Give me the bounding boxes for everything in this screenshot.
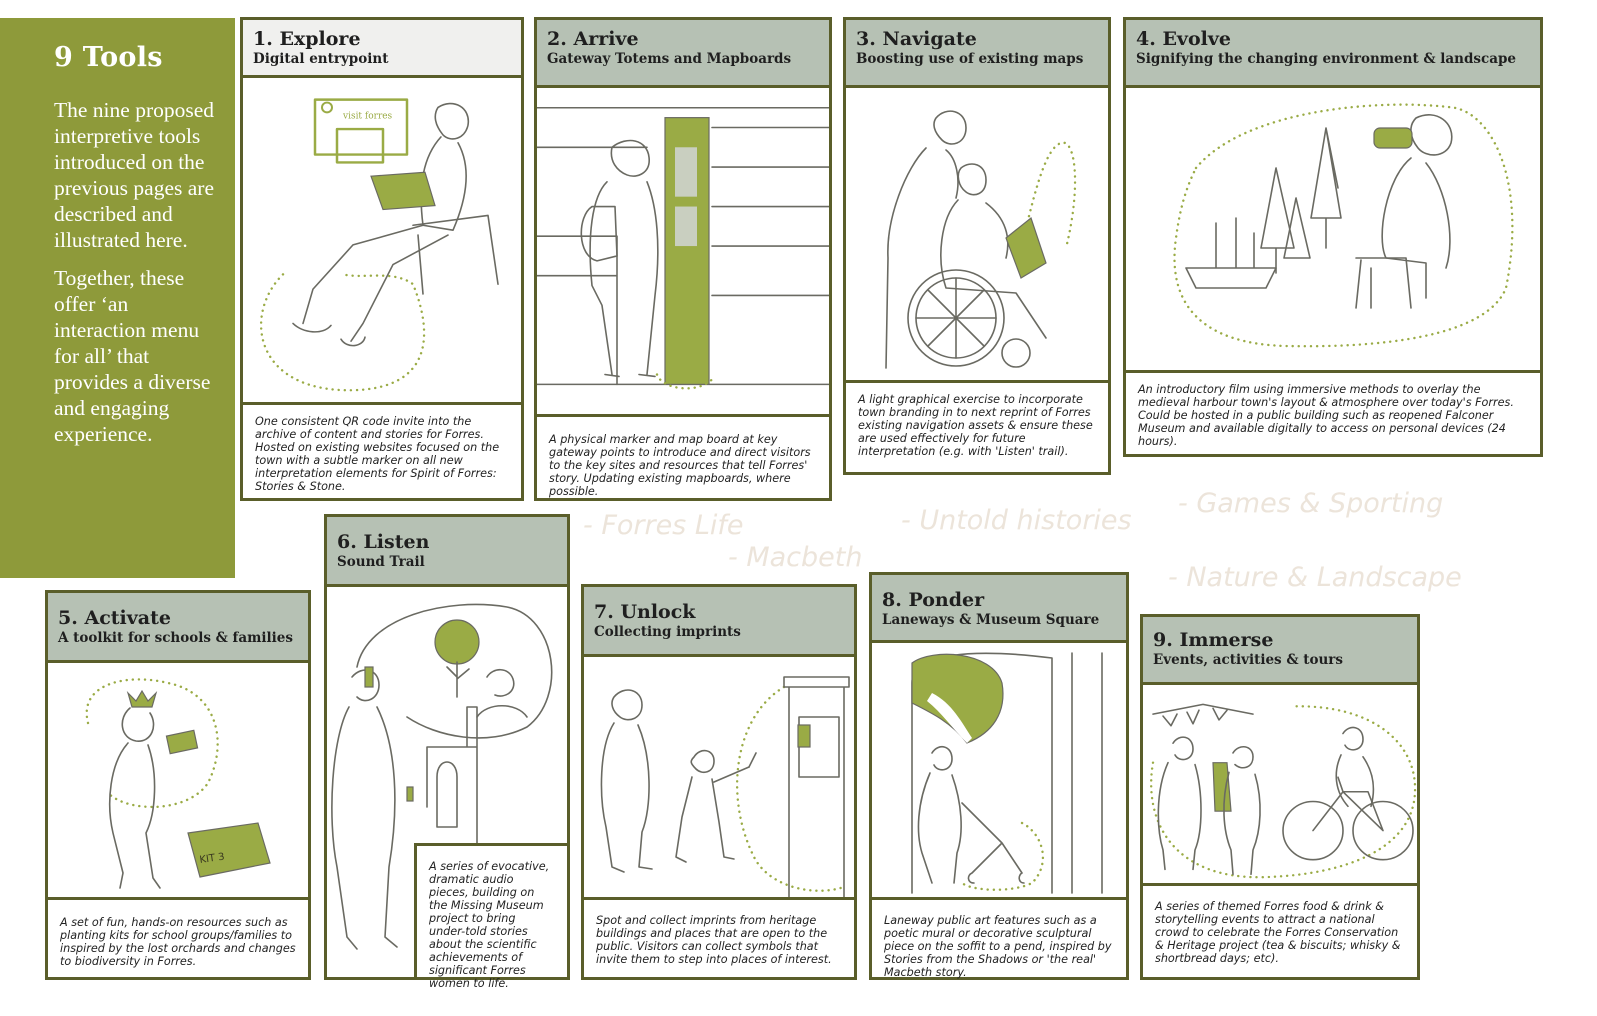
panel-evolve-title: 4. Evolve (1136, 28, 1231, 50)
illustration-family-at-heritage-building (584, 657, 854, 897)
panel-navigate: 3. Navigate Boosting use of existing map… (843, 17, 1111, 475)
panel-arrive-subtitle: Gateway Totems and Mapboards (547, 51, 792, 67)
panel-activate-subtitle: A toolkit for schools & families (58, 630, 293, 646)
panel-unlock-caption: Spot and collect imprints from heritage … (584, 897, 854, 977)
panel-explore-title: 1. Explore (253, 28, 361, 50)
illustration-gateway-totem (537, 88, 829, 414)
panel-explore-subtitle: Digital entrypoint (253, 51, 389, 67)
panel-listen-subtitle: Sound Trail (337, 554, 425, 570)
panel-explore-header: 1. Explore Digital entrypoint (243, 20, 521, 78)
panel-listen-header: 6. Listen Sound Trail (327, 517, 567, 587)
panel-explore: 1. Explore Digital entrypoint visit forr… (240, 17, 524, 501)
panel-explore-caption: One consistent QR code invite into the a… (243, 402, 521, 498)
illustration-person-with-tablet: visit forres (243, 78, 521, 402)
theme-label-macbeth: - Macbeth (728, 542, 863, 573)
panel-unlock-header: 7. Unlock Collecting imprints (584, 587, 854, 657)
sidebar-title: 9 Tools (54, 42, 163, 73)
illustration-child-with-kit: KIT 3 (48, 663, 308, 897)
screen-label: visit forres (342, 111, 393, 121)
illustration-vr-viewer-harbour (1126, 88, 1540, 370)
panel-arrive-header: 2. Arrive Gateway Totems and Mapboards (537, 20, 829, 88)
panel-unlock-subtitle: Collecting imprints (594, 624, 741, 640)
illustration-listener-with-headphones (327, 587, 567, 977)
illustration-laneway-mural (872, 643, 1126, 897)
panel-ponder-header: 8. Ponder Laneways & Museum Square (872, 575, 1126, 643)
panel-immerse-caption: A series of themed Forres food & drink &… (1143, 883, 1417, 977)
panel-ponder-subtitle: Laneways & Museum Square (882, 612, 1100, 628)
panel-immerse-header: 9. Immerse Events, activities & tours (1143, 617, 1417, 685)
panel-evolve-caption: An introductory film using immersive met… (1126, 370, 1540, 454)
illustration-event-crowd-with-bicycle (1143, 685, 1417, 883)
panel-immerse: 9. Immerse Events, activities & tours A … (1140, 614, 1420, 980)
panel-arrive: 2. Arrive Gateway Totems and Mapboards A… (534, 17, 832, 501)
panel-navigate-caption: A light graphical exercise to incorporat… (846, 380, 1108, 472)
panel-immerse-subtitle: Events, activities & tours (1153, 652, 1343, 668)
theme-label-untold-histories: - Untold histories (901, 505, 1132, 536)
panel-activate-title: 5. Activate (58, 607, 171, 629)
panel-activate-header: 5. Activate A toolkit for schools & fami… (48, 593, 308, 663)
panel-unlock-title: 7. Unlock (594, 601, 696, 623)
panel-unlock: 7. Unlock Collecting imprints Spot and c… (581, 584, 857, 980)
sidebar-paragraph-1: The nine proposed interpretive tools int… (54, 98, 215, 252)
panel-listen-title: 6. Listen (337, 531, 430, 553)
panel-navigate-subtitle: Boosting use of existing maps (856, 51, 1084, 67)
intro-sidebar: 9 Tools The nine proposed interpretive t… (0, 18, 235, 578)
panel-ponder-caption: Laneway public art features such as a po… (872, 897, 1126, 979)
kit-box-label: KIT 3 (199, 852, 225, 866)
illustration-wheelchair-user-with-map (846, 88, 1108, 380)
panel-evolve-subtitle: Signifying the changing environment & la… (1136, 51, 1517, 67)
sidebar-paragraph-2: Together, these offer ‘an interaction me… (54, 266, 211, 446)
theme-label-forres-life: - Forres Life (583, 510, 744, 541)
theme-label-nature-landscape: - Nature & Landscape (1168, 562, 1462, 593)
panel-navigate-title: 3. Navigate (856, 28, 977, 50)
panel-listen: 6. Listen Sound Trail A series of evocat… (324, 514, 570, 990)
panel-listen-caption: A series of evocative, dramatic audio pi… (414, 843, 567, 990)
theme-label-games-sporting: - Games & Sporting (1178, 488, 1444, 519)
panel-arrive-title: 2. Arrive (547, 28, 639, 50)
panel-activate-caption: A set of fun, hands-on resources such as… (48, 897, 308, 977)
panel-arrive-caption: A physical marker and map board at key g… (537, 414, 829, 498)
panel-immerse-title: 9. Immerse (1153, 629, 1274, 651)
panel-ponder-title: 8. Ponder (882, 589, 985, 611)
panel-evolve: 4. Evolve Signifying the changing enviro… (1123, 17, 1543, 457)
panel-activate: 5. Activate A toolkit for schools & fami… (45, 590, 311, 980)
panel-ponder: 8. Ponder Laneways & Museum Square Lanew… (869, 572, 1129, 980)
panel-navigate-header: 3. Navigate Boosting use of existing map… (846, 20, 1108, 88)
panel-evolve-header: 4. Evolve Signifying the changing enviro… (1126, 20, 1540, 88)
